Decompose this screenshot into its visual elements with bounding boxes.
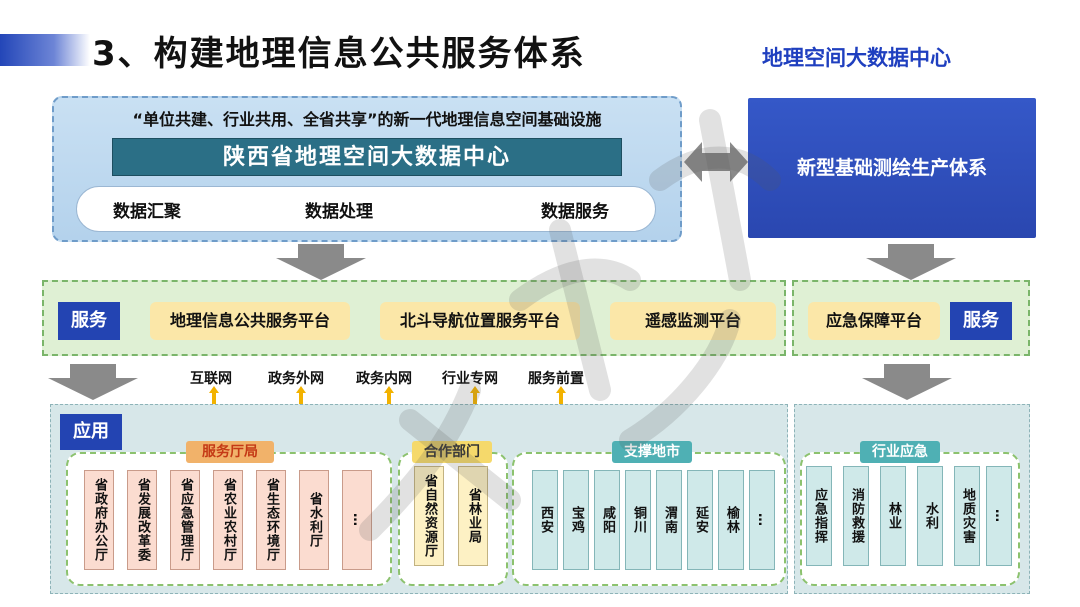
corner-title: 地理空间大数据中心: [762, 46, 951, 70]
city-card: 延安: [687, 470, 713, 570]
org-card: …: [342, 470, 372, 570]
up-down-arrow-icon: [556, 386, 566, 416]
org-card: 省生态环境厅: [256, 470, 286, 570]
industry-card: 地质灾害: [954, 466, 980, 566]
industry-card: 消防救援: [843, 466, 869, 566]
city-card: …: [749, 470, 775, 570]
service-label: 服务: [58, 302, 120, 340]
up-down-arrow-icon: [470, 386, 480, 416]
group-industry-emergency: [800, 452, 1020, 586]
org-card: 省应急管理厅: [170, 470, 200, 570]
platform-beidou: 北斗导航位置服务平台: [380, 302, 580, 340]
function-item: 数据汇聚: [113, 202, 181, 222]
org-card: 省政府办公厅: [84, 470, 114, 570]
org-card: 省水利厅: [299, 470, 329, 570]
network-label: 政务内网: [352, 368, 416, 388]
city-card: 铜川: [625, 470, 651, 570]
industry-card: 林业: [880, 466, 906, 566]
network-label: 政务外网: [264, 368, 328, 388]
up-down-arrow-icon: [209, 386, 219, 416]
city-card: 西安: [532, 470, 558, 570]
industry-card: 水利: [917, 466, 943, 566]
org-card: 省发展改革委: [127, 470, 157, 570]
page-title: 3、构建地理信息公共服务体系: [92, 34, 586, 74]
group-tag: 支撑地市: [612, 441, 692, 463]
platform-emergency: 应急保障平台: [808, 302, 940, 340]
org-card: 省农业农村厅: [213, 470, 243, 570]
down-arrow-icon: [862, 364, 952, 400]
group-tag: 服务厅局: [186, 441, 274, 463]
network-label: 互联网: [186, 368, 236, 388]
platform-geo-info: 地理信息公共服务平台: [150, 302, 350, 340]
city-card: 咸阳: [594, 470, 620, 570]
up-down-arrow-icon: [384, 386, 394, 416]
title-accent-bar: [0, 34, 90, 66]
city-card: 渭南: [656, 470, 682, 570]
center-functions: 数据汇聚 数据处理 数据服务: [76, 186, 656, 232]
network-label: 服务前置: [524, 368, 588, 388]
industry-card: …: [986, 466, 1012, 566]
platform-remote-sensing: 遥感监测平台: [610, 302, 776, 340]
group-tag: 行业应急: [860, 441, 940, 463]
data-center-box: “单位共建、行业共用、全省共享”的新一代地理信息空间基础设施 陕西省地理空间大数…: [52, 96, 682, 242]
down-arrow-icon: [866, 244, 956, 280]
org-card: 省林业局: [458, 466, 488, 566]
function-item: 数据处理: [305, 202, 373, 222]
function-item: 数据服务: [541, 202, 609, 222]
down-arrow-icon: [48, 364, 138, 400]
org-card: 省自然资源厅: [414, 466, 444, 566]
up-down-arrow-icon: [296, 386, 306, 416]
center-subtitle: “单位共建、行业共用、全省共享”的新一代地理信息空间基础设施: [132, 110, 602, 129]
city-card: 榆林: [718, 470, 744, 570]
center-name: 陕西省地理空间大数据中心: [112, 138, 622, 176]
production-system-box: 新型基础测绘生产体系: [748, 98, 1036, 238]
bidirectional-arrow-icon: [684, 142, 748, 182]
city-card: 宝鸡: [563, 470, 589, 570]
service-label-right: 服务: [950, 302, 1012, 340]
group-tag: 合作部门: [412, 441, 492, 463]
network-label: 行业专网: [438, 368, 502, 388]
down-arrow-icon: [276, 244, 366, 280]
industry-card: 应急指挥: [806, 466, 832, 566]
application-label: 应用: [60, 414, 122, 450]
